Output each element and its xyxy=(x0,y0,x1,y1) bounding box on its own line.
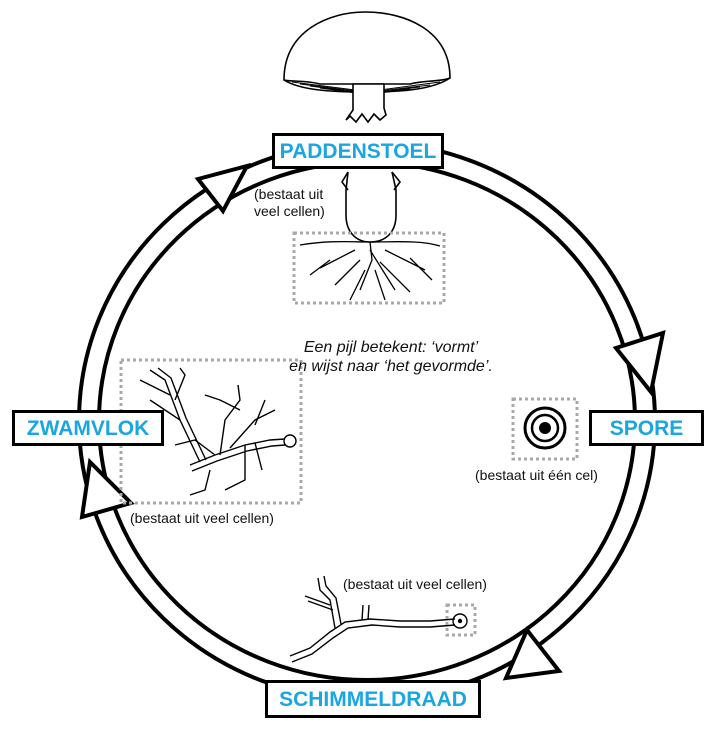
spore-dotted-box xyxy=(511,397,579,461)
mushroom-illustration xyxy=(283,11,451,301)
arrow-legend-line2: en wijst naar ‘het gevormde’. xyxy=(289,358,493,375)
arrow-paddenstoel-to-spore xyxy=(612,330,666,397)
note-paddenstoel: (bestaat uit veel cellen) xyxy=(254,186,325,220)
roots-dotted-box xyxy=(292,231,446,305)
stage-label-zwamvlok: ZWAMVLOK xyxy=(12,410,164,446)
stage-label-schimmeldraad: SCHIMMELDRAAD xyxy=(265,680,481,718)
spore-illustration xyxy=(523,406,567,450)
note-zwamvlok: (bestaat uit veel cellen) xyxy=(130,510,274,526)
hypha-tip-dotted-box xyxy=(445,603,477,637)
hypha-illustration xyxy=(289,575,468,663)
arrow-zwamvlok-to-paddenstoel xyxy=(194,162,251,215)
stage-label-paddenstoel: PADDENSTOEL xyxy=(272,133,444,169)
arrow-legend: Een pijl betekent: ‘vormt’ en wijst naar… xyxy=(260,338,522,376)
arrow-spore-to-schimmeldraad xyxy=(502,626,563,681)
mycelium-dotted-box xyxy=(119,358,303,505)
arrow-schimmeldraad-to-zwamvlok xyxy=(79,457,135,520)
note-spore: (bestaat uit één cel) xyxy=(475,467,598,483)
mycelium-illustration xyxy=(139,367,297,496)
cycle-ring xyxy=(77,140,657,702)
note-paddenstoel-line2: veel cellen) xyxy=(254,203,325,219)
arrow-legend-line1: Een pijl betekent: ‘vormt’ xyxy=(303,339,479,356)
stage-label-spore: SPORE xyxy=(589,410,704,446)
note-paddenstoel-line1: (bestaat uit xyxy=(254,186,324,202)
note-schimmeldraad: (bestaat uit veel cellen) xyxy=(343,576,487,592)
